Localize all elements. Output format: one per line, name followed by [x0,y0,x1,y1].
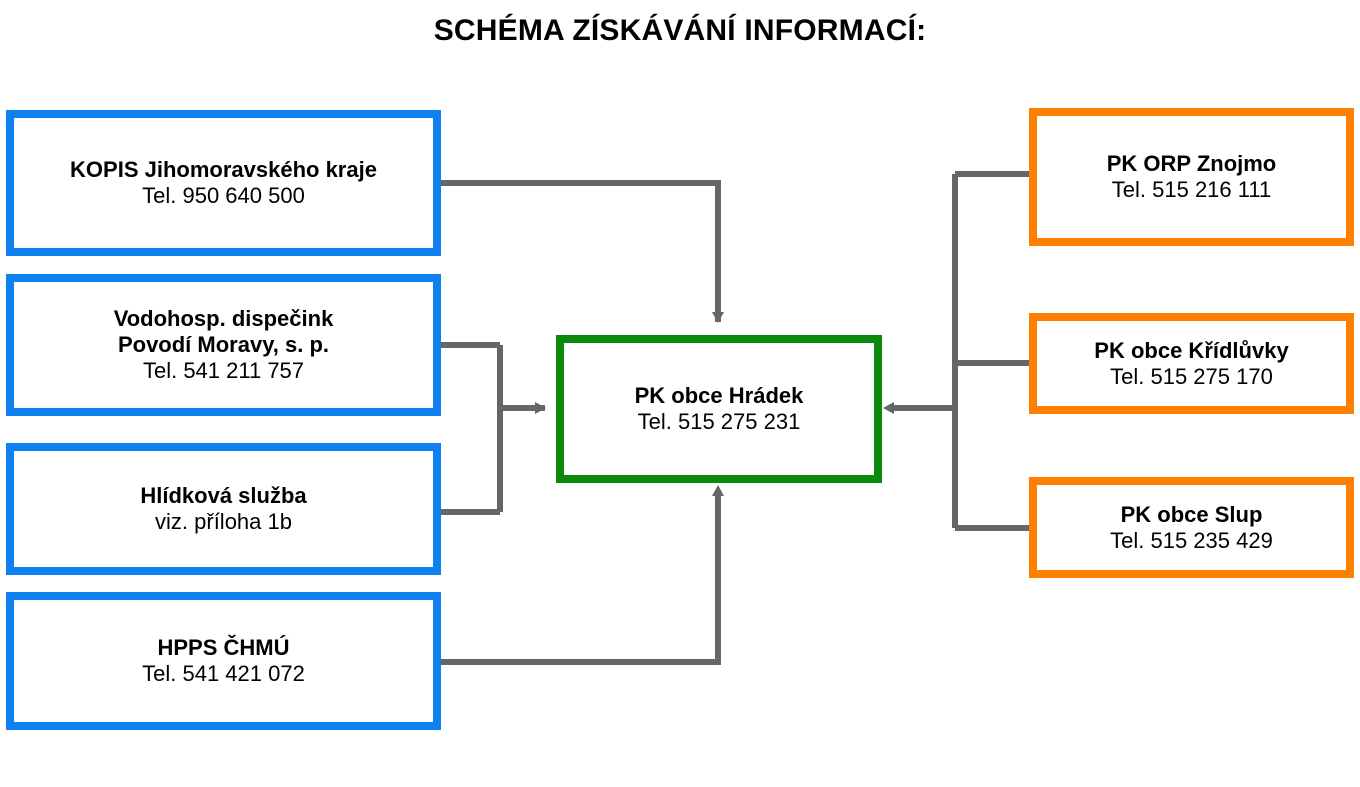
node-pk-orp-znojmo-subtitle: Tel. 515 216 111 [1111,177,1272,202]
node-pk-orp-znojmo[interactable]: PK ORP Znojmo Tel. 515 216 111 [1029,108,1354,246]
node-pk-obce-kridluvky-title: PK obce Křídlůvky [1094,337,1289,363]
node-povodi-moravy-subtitle: Tel. 541 211 757 [142,357,305,383]
node-povodi-moravy[interactable]: Vodohosp. dispečink Povodí Moravy, s. p.… [6,274,441,416]
node-hpps-chmu-subtitle: Tel. 541 421 072 [142,661,305,686]
page-title: SCHÉMA ZÍSKÁVÁNÍ INFORMACÍ: [433,14,927,47]
edge-kopis-to-hradek [441,180,724,323]
edge-hpps-to-hradek [441,485,724,665]
node-hlidkova-sluzba[interactable]: Hlídková služba viz. příloha 1b [6,443,441,575]
node-pk-obce-slup[interactable]: PK obce Slup Tel. 515 235 429 [1029,477,1354,578]
node-kopis[interactable]: KOPIS Jihomoravského kraje Tel. 950 640 … [6,110,441,256]
node-hpps-chmu-title: HPPS ČHMÚ [157,635,290,661]
node-povodi-moravy-title: Vodohosp. dispečink [113,306,334,332]
node-pk-obce-hradek-title: PK obce Hrádek [634,383,804,409]
node-pk-obce-kridluvky[interactable]: PK obce Křídlůvky Tel. 515 275 170 [1029,313,1354,414]
node-pk-obce-hradek-subtitle: Tel. 515 275 231 [637,409,801,434]
node-hlidkova-sluzba-subtitle: viz. příloha 1b [155,509,292,534]
node-pk-orp-znojmo-title: PK ORP Znojmo [1106,151,1277,177]
node-pk-obce-slup-subtitle: Tel. 515 235 429 [1110,527,1273,553]
node-hlidkova-sluzba-title: Hlídková služba [140,483,307,509]
node-pk-obce-slup-title: PK obce Slup [1120,501,1263,527]
node-pk-obce-kridluvky-subtitle: Tel. 515 275 170 [1110,363,1273,389]
node-povodi-moravy-title2: Povodí Moravy, s. p. [117,332,330,358]
node-hpps-chmu[interactable]: HPPS ČHMÚ Tel. 541 421 072 [6,592,441,730]
node-pk-obce-hradek[interactable]: PK obce Hrádek Tel. 515 275 231 [556,335,882,483]
node-kopis-subtitle: Tel. 950 640 500 [142,183,305,208]
node-kopis-title: KOPIS Jihomoravského kraje [70,157,377,183]
